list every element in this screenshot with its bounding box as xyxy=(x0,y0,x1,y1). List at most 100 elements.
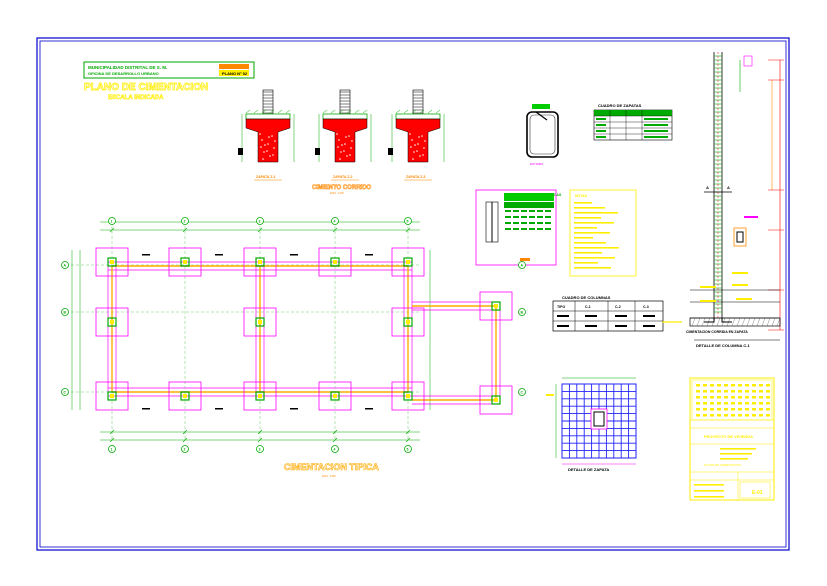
ground-hatch xyxy=(253,109,259,114)
cartouche-grid xyxy=(724,402,728,405)
cartouche-grid xyxy=(731,414,735,417)
aggregate xyxy=(274,140,276,142)
base-hatch xyxy=(741,317,746,327)
dim-tick xyxy=(109,437,115,443)
aggregate xyxy=(417,143,419,145)
ground-hatch xyxy=(322,109,328,114)
axis-bubble-bottom xyxy=(181,445,189,453)
cell-fill xyxy=(596,136,606,138)
axis-label-bottom-0: 1 xyxy=(111,448,113,452)
cartouche-grid xyxy=(766,384,770,387)
footing-pad xyxy=(391,381,425,411)
specs-cell xyxy=(505,222,511,224)
plan-note xyxy=(365,254,373,256)
column-core xyxy=(258,320,262,324)
mini-section xyxy=(733,227,747,247)
footing-pad xyxy=(95,247,129,277)
notes-line xyxy=(574,217,601,219)
ground-hatch xyxy=(245,109,251,114)
cartouche-grid xyxy=(703,384,707,387)
cartouche-grid xyxy=(738,396,742,399)
axis-bubble-bottom xyxy=(256,445,264,453)
cartouche-grid xyxy=(710,402,714,405)
elev-tag xyxy=(700,300,716,302)
section-mark-a2: A xyxy=(727,185,730,190)
cartouche-grid xyxy=(738,384,742,387)
specs-cell xyxy=(545,210,551,212)
base-hatch xyxy=(736,317,741,327)
base-hatch xyxy=(776,317,781,327)
footing-pad xyxy=(391,247,425,277)
aggregate xyxy=(348,135,350,137)
coltable-cell xyxy=(557,325,569,327)
specs-cell xyxy=(505,210,511,212)
column-box xyxy=(255,257,265,267)
cartouche-grid xyxy=(696,408,700,411)
column-box xyxy=(330,391,340,401)
cartouche-grid xyxy=(710,408,714,411)
base-hatch xyxy=(771,317,776,327)
ground-hatch xyxy=(427,109,433,114)
ground-hatch xyxy=(395,109,401,114)
aggregate xyxy=(350,147,352,149)
cartouche-grid xyxy=(724,414,728,417)
notes-line xyxy=(574,257,615,259)
axis-bubble-right xyxy=(518,261,526,269)
cartouche-grid xyxy=(703,402,707,405)
footing-pad xyxy=(168,381,202,411)
cartouche-grid xyxy=(724,390,728,393)
dim-tick xyxy=(257,227,263,233)
coltable-cell xyxy=(615,325,627,327)
elev-tag xyxy=(736,298,752,300)
ground-hatch xyxy=(269,109,275,114)
notes-line xyxy=(574,252,602,254)
aggregate xyxy=(339,158,341,160)
axis-bubble-top xyxy=(404,217,412,225)
cartouche-project: PROYECTO DE VIVIENDA xyxy=(704,434,753,439)
specs-table: ESPECIFICACIONES TECNICAS xyxy=(475,189,562,266)
slab xyxy=(395,113,441,120)
footing-concrete xyxy=(245,118,291,163)
cartouche-grid xyxy=(724,384,728,387)
specs-subhead xyxy=(504,202,554,208)
cartouche-grid xyxy=(717,390,721,393)
dim-tick xyxy=(405,437,411,443)
column-core xyxy=(110,260,114,264)
dim-tick xyxy=(405,227,411,233)
base-hatch xyxy=(731,317,736,327)
dim-marker xyxy=(388,148,393,155)
cartouche-grid xyxy=(731,402,735,405)
mesh-tag xyxy=(546,394,554,396)
footing-pad xyxy=(318,381,352,411)
notes-title: NOTAS xyxy=(575,194,588,198)
cartouche-grid xyxy=(745,384,749,387)
cartouche: PROYECTO DE VIVIENDA PLANO DE CIMENTACIO… xyxy=(689,377,775,501)
aggregate xyxy=(336,133,338,135)
cartouche-grid xyxy=(710,390,714,393)
cartouche-grid xyxy=(759,384,763,387)
aggregate xyxy=(271,135,273,137)
aggregate xyxy=(418,136,420,138)
footing-pad xyxy=(479,291,513,321)
specs-cell xyxy=(537,216,543,218)
cartouche-grid xyxy=(696,402,700,405)
aggregate xyxy=(411,139,413,141)
base-hatch xyxy=(766,317,771,327)
cartouche-grid xyxy=(703,390,707,393)
notes-line xyxy=(574,232,610,234)
ground-hatch xyxy=(285,109,291,114)
axis-bubble-right xyxy=(518,308,526,316)
slab xyxy=(322,113,368,120)
footing-pad xyxy=(318,247,352,277)
specs-frame xyxy=(475,189,557,266)
column-core xyxy=(333,394,337,398)
aggregate xyxy=(337,146,339,148)
aggregate xyxy=(344,143,346,145)
plan-subtitle: ESC. 1/50 xyxy=(322,474,336,478)
cell-fill xyxy=(644,118,668,120)
aggregate xyxy=(413,151,415,153)
notes-line xyxy=(574,222,614,224)
